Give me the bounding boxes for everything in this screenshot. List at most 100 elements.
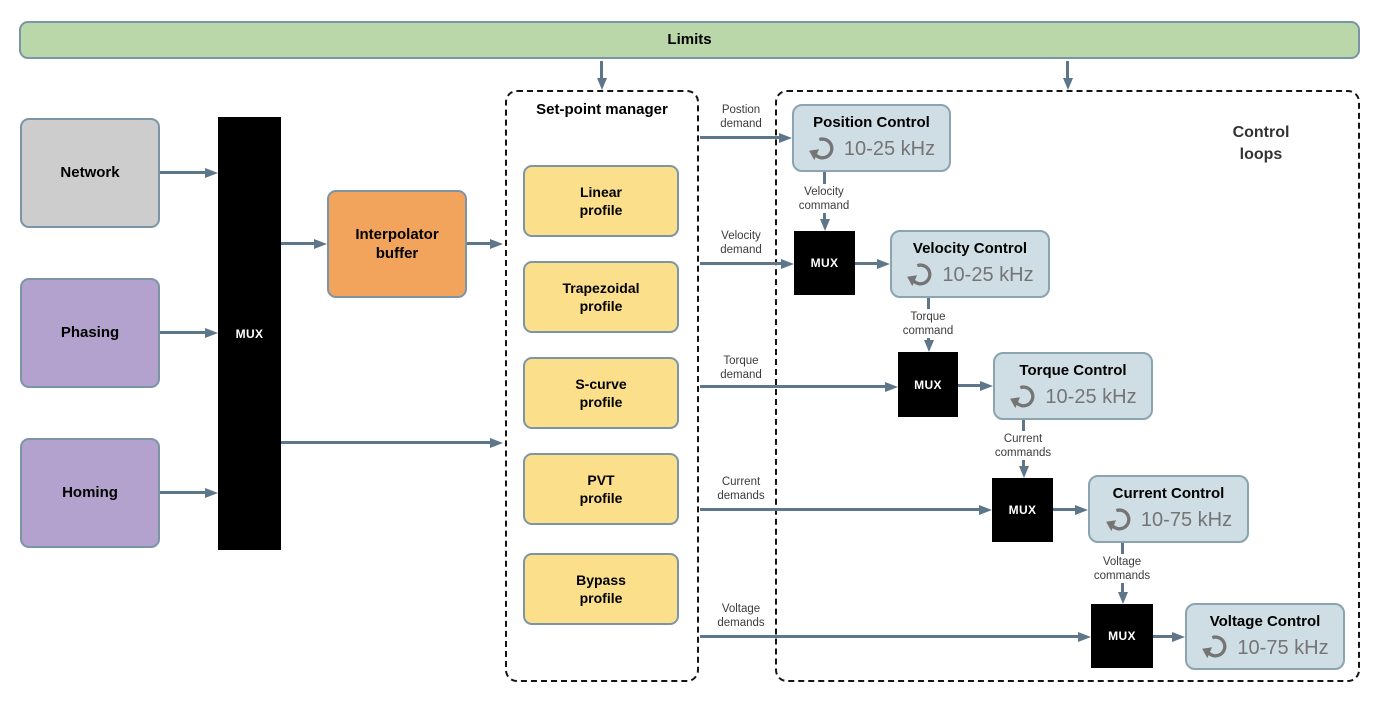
- main-mux-block: MUX: [218, 117, 281, 550]
- arrow-voltage-commands: [1121, 583, 1124, 592]
- profile-label-line2: profile: [579, 490, 623, 506]
- connector-current-to-voltage: [1121, 543, 1124, 554]
- interpolator-label-line2: buffer: [375, 245, 419, 262]
- command-label-torque: Torque command: [888, 311, 968, 338]
- source-box-network: Network: [20, 118, 160, 228]
- profile-label-line2: profile: [579, 298, 623, 314]
- arrow-limits-to-setpoint: [600, 61, 603, 78]
- demand-line2: demand: [720, 117, 762, 130]
- setpoint-manager-title: Set-point manager: [536, 101, 668, 118]
- control-box-velocity: Velocity Control 10-25 kHz: [890, 230, 1050, 298]
- profile-box-s-curve: S-curve profile: [523, 357, 679, 429]
- mux-label: MUX: [810, 256, 839, 270]
- arrow-voltage-demands: [700, 635, 1078, 638]
- source-label: Phasing: [60, 324, 120, 342]
- mux-block-velocity: MUX: [794, 231, 855, 295]
- demand-line1: Velocity: [721, 230, 761, 242]
- limits-label: Limits: [667, 31, 712, 49]
- loop-icon: [1202, 635, 1227, 659]
- profile-label-line1: Linear: [579, 183, 622, 200]
- demand-label-position: Postion demand: [701, 104, 781, 131]
- control-rate: 10-75 kHz: [1237, 636, 1329, 659]
- command-line2: commands: [994, 446, 1052, 459]
- command-label-current: Current commands: [983, 433, 1063, 460]
- connector-torque-to-current: [1022, 420, 1025, 431]
- loop-icon: [1010, 385, 1035, 408]
- control-box-name: Voltage Control: [1209, 612, 1321, 630]
- command-line1: Torque: [910, 311, 946, 323]
- demand-line1: Current: [721, 476, 761, 488]
- interpolator-buffer-box: Interpolator buffer: [327, 190, 467, 298]
- source-box-phasing: Phasing: [20, 278, 160, 388]
- arrow-phasing-to-mux: [160, 331, 205, 334]
- profile-box-pvt: PVT profile: [523, 453, 679, 525]
- control-box-name: Torque Control: [1019, 362, 1127, 380]
- arrow-position-demand: [700, 136, 779, 139]
- control-rate: 10-75 kHz: [1140, 509, 1233, 532]
- command-label-velocity: Velocity command: [784, 186, 864, 213]
- arrow-mux-to-voltage-control: [1153, 635, 1172, 638]
- profile-label-line1: PVT: [587, 471, 615, 488]
- arrow-network-to-mux: [160, 171, 205, 174]
- arrow-torque-demand: [700, 385, 885, 388]
- mux-label: MUX: [914, 377, 942, 392]
- connector-position-to-velocity: [823, 172, 826, 184]
- source-box-homing: Homing: [20, 438, 160, 548]
- demand-label-torque: Torque demand: [701, 355, 781, 382]
- profile-label-line1: Bypass: [576, 571, 626, 588]
- loop-icon: [1106, 508, 1131, 531]
- arrow-current-demands: [700, 508, 979, 511]
- control-box-name: Position Control: [813, 114, 930, 132]
- arrow-mux-to-setpoint: [281, 441, 490, 444]
- mux-label: MUX: [235, 326, 264, 341]
- arrow-limits-to-control-loops: [1066, 61, 1069, 78]
- arrow-velocity-demand: [700, 262, 781, 265]
- profile-box-bypass: Bypass profile: [523, 553, 679, 625]
- mux-block-current: MUX: [992, 478, 1053, 542]
- control-loops-title-line2: loops: [1239, 145, 1283, 163]
- control-box-name: Velocity Control: [912, 240, 1028, 258]
- mux-label: MUX: [1108, 629, 1136, 643]
- demand-line1: Torque: [723, 355, 759, 367]
- arrow-velocity-command: [823, 213, 826, 219]
- setpoint-manager-panel: Set-point manager: [505, 90, 699, 682]
- demand-line2: demands: [717, 489, 765, 502]
- command-line1: Velocity: [804, 186, 844, 198]
- mux-label: MUX: [1008, 503, 1037, 517]
- demand-line2: demands: [717, 616, 765, 629]
- control-box-name: Current Control: [1112, 485, 1225, 503]
- command-line2: command: [798, 199, 850, 212]
- demand-line2: demand: [720, 368, 762, 381]
- loop-icon: [907, 263, 932, 286]
- arrow-mux-to-velocity-control: [855, 262, 877, 265]
- limits-bar: Limits: [19, 21, 1360, 59]
- control-loops-title: Control loops: [1200, 122, 1322, 165]
- command-line2: commands: [1093, 569, 1151, 582]
- control-rate: 10-25 kHz: [843, 138, 936, 161]
- control-rate: 10-25 kHz: [1045, 386, 1137, 409]
- control-box-voltage: Voltage Control 10-75 kHz: [1185, 603, 1345, 670]
- source-label: Network: [60, 164, 120, 182]
- profile-box-linear: Linear profile: [523, 165, 679, 237]
- arrow-current-commands: [1022, 460, 1025, 466]
- profile-label-line2: profile: [579, 202, 623, 218]
- control-rate: 10-25 kHz: [942, 264, 1034, 287]
- command-line1: Voltage: [1102, 556, 1142, 568]
- arrow-mux-to-interpolator: [281, 242, 314, 245]
- arrow-torque-command: [927, 338, 930, 340]
- control-loops-title-line1: Control: [1232, 124, 1290, 141]
- arrow-mux-to-torque-control: [958, 384, 980, 387]
- command-line1: Current: [1003, 433, 1043, 445]
- arrow-homing-to-mux: [160, 491, 205, 494]
- profile-label-line1: S-curve: [575, 375, 627, 392]
- profile-box-trapezoidal: Trapezoidal profile: [523, 261, 679, 333]
- arrow-interpolator-to-setpoint: [467, 242, 490, 245]
- demand-line1: Voltage: [721, 603, 761, 615]
- interpolator-label-line1: Interpolator: [355, 225, 439, 243]
- control-box-current: Current Control 10-75 kHz: [1088, 475, 1249, 543]
- connector-velocity-to-torque: [927, 298, 930, 309]
- profile-label-line2: profile: [579, 590, 623, 606]
- profile-label-line1: Trapezoidal: [562, 279, 640, 296]
- mux-block-torque: MUX: [898, 352, 958, 417]
